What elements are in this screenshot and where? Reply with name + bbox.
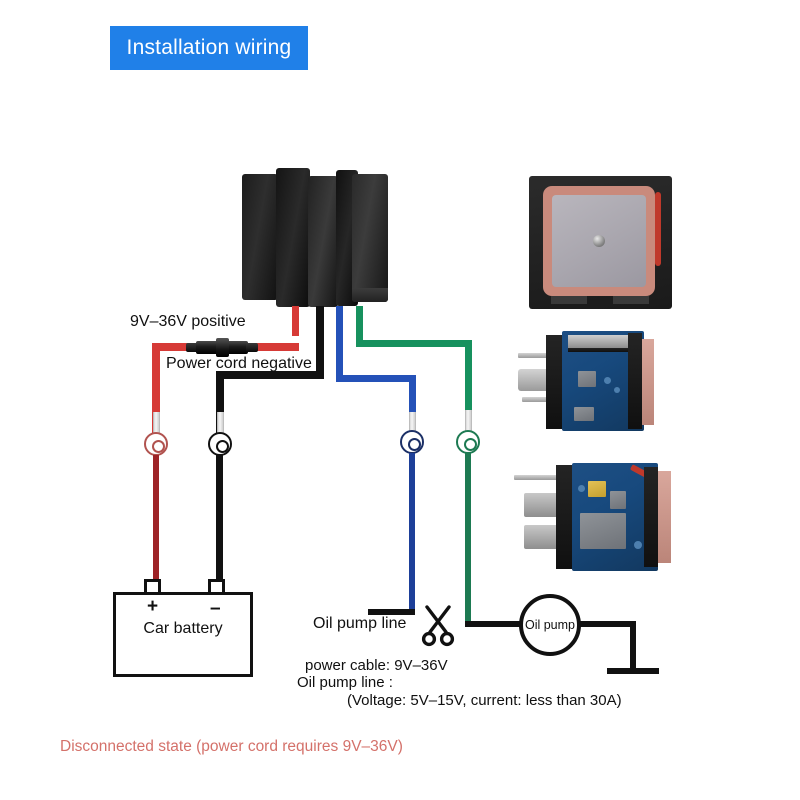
antenna-foot-left bbox=[551, 296, 587, 304]
oil-pump-node-label: Oil pump bbox=[524, 618, 576, 632]
module-dot-b2 bbox=[634, 541, 642, 549]
wire-blue-v-lower bbox=[409, 453, 415, 615]
label-negative-wire: Power cord negative bbox=[166, 355, 312, 372]
wire-red-v-upper bbox=[152, 343, 160, 433]
note-oil-pump-line: Oil pump line : bbox=[297, 674, 393, 692]
module-chip-b bbox=[574, 407, 594, 421]
device-panel-1 bbox=[242, 174, 278, 300]
ring-terminal-red-inner bbox=[151, 439, 165, 453]
wire-green-to-pump bbox=[465, 621, 521, 627]
device-panel-5 bbox=[352, 174, 388, 302]
module-pink-card-b bbox=[658, 471, 671, 563]
wire-black-sleeve bbox=[216, 412, 224, 436]
ring-terminal-green-inner bbox=[463, 437, 477, 451]
relay-pcb-module-lower bbox=[514, 455, 692, 577]
note-voltage-current: (Voltage: 5V–15V, current: less than 30A… bbox=[347, 691, 622, 709]
wire-red-h-left bbox=[152, 343, 192, 351]
wire-green-v-lower bbox=[465, 453, 471, 623]
label-oil-pump-line: Oil pump line bbox=[313, 615, 407, 632]
wire-pump-to-ground-h bbox=[578, 621, 636, 627]
specification-notes: power cable: 9V–36V Oil pump line : (Vol… bbox=[297, 657, 622, 709]
ground-symbol bbox=[607, 668, 659, 674]
module-bracket-left bbox=[546, 335, 562, 429]
page-title-banner: Installation wiring bbox=[110, 26, 308, 70]
wire-green-stub bbox=[356, 306, 363, 346]
module-bracket-left-b bbox=[556, 465, 574, 569]
wire-blue-cut-end bbox=[368, 609, 415, 615]
wire-blue-stub bbox=[336, 306, 343, 382]
battery-terminal-negative bbox=[208, 579, 225, 593]
inline-bullet-connector-collar bbox=[216, 338, 229, 357]
inline-bullet-connector-tip-right bbox=[246, 343, 258, 352]
wire-red-sleeve bbox=[152, 412, 160, 436]
page-title: Installation wiring bbox=[126, 36, 292, 59]
wire-black-v-lower bbox=[216, 455, 223, 581]
wire-green-h-upper bbox=[356, 340, 472, 347]
module-dot-a1 bbox=[604, 377, 611, 384]
ring-terminal-red bbox=[144, 432, 168, 456]
module-header-connector bbox=[568, 335, 632, 348]
module-chip-c bbox=[610, 491, 626, 509]
module-gold-component bbox=[588, 481, 606, 497]
ring-terminal-black bbox=[208, 432, 232, 456]
battery-plus-sign: + bbox=[147, 596, 159, 617]
module-pink-card bbox=[642, 339, 654, 425]
label-positive-wire: 9V–36V positive bbox=[130, 313, 246, 330]
antenna-foot-right bbox=[613, 296, 649, 304]
relay-pcb-module-upper bbox=[518, 325, 686, 435]
antenna-coax-wire bbox=[655, 192, 661, 266]
module-pin-a1 bbox=[518, 353, 564, 358]
wire-pump-to-ground-v bbox=[630, 621, 636, 673]
inline-bullet-connector-tip-left bbox=[186, 343, 198, 352]
wire-red-h-right bbox=[253, 343, 299, 351]
oil-pump-node: Oil pump bbox=[519, 594, 581, 656]
scissors-cut-icon bbox=[421, 605, 455, 647]
ring-terminal-green bbox=[456, 430, 480, 454]
gps-tracker-device bbox=[240, 168, 390, 308]
battery-terminal-positive bbox=[144, 579, 161, 593]
module-bracket-right bbox=[628, 333, 642, 429]
ring-terminal-blue-inner bbox=[407, 437, 421, 451]
gps-patch-antenna bbox=[529, 176, 672, 309]
battery-minus-sign: – bbox=[210, 598, 221, 619]
car-battery bbox=[113, 592, 253, 677]
ring-terminal-blue bbox=[400, 430, 424, 454]
device-panel-2 bbox=[276, 168, 310, 307]
wire-blue-h-upper bbox=[336, 375, 416, 382]
module-header-base bbox=[568, 348, 632, 352]
module-sim-slot bbox=[580, 513, 626, 549]
module-pin-a2 bbox=[522, 397, 566, 402]
module-dot-b1 bbox=[578, 485, 585, 492]
car-battery-label: Car battery bbox=[143, 620, 223, 637]
device-panel-3 bbox=[308, 176, 338, 307]
module-bracket-right-b bbox=[644, 467, 658, 567]
wire-black-v-upper bbox=[216, 371, 224, 433]
module-pin-b1 bbox=[514, 475, 568, 480]
footer-disclaimer: Disconnected state (power cord requires … bbox=[60, 738, 403, 755]
wire-blue-v-mid bbox=[409, 375, 416, 429]
wire-black-h bbox=[216, 371, 324, 379]
module-chip-a bbox=[578, 371, 596, 387]
antenna-feed-pin bbox=[593, 235, 605, 247]
module-dot-a2 bbox=[614, 387, 620, 393]
wire-black-stub bbox=[316, 306, 324, 378]
wire-red-v-lower bbox=[153, 455, 159, 581]
note-power-cable: power cable: 9V–36V bbox=[305, 657, 448, 674]
ring-terminal-black-inner bbox=[215, 439, 229, 453]
device-base-strip bbox=[352, 288, 388, 302]
wire-green-v-mid bbox=[465, 340, 472, 432]
wire-green-sleeve bbox=[465, 410, 472, 434]
wire-blue-sleeve bbox=[409, 412, 416, 436]
wire-red-stub bbox=[292, 306, 299, 336]
